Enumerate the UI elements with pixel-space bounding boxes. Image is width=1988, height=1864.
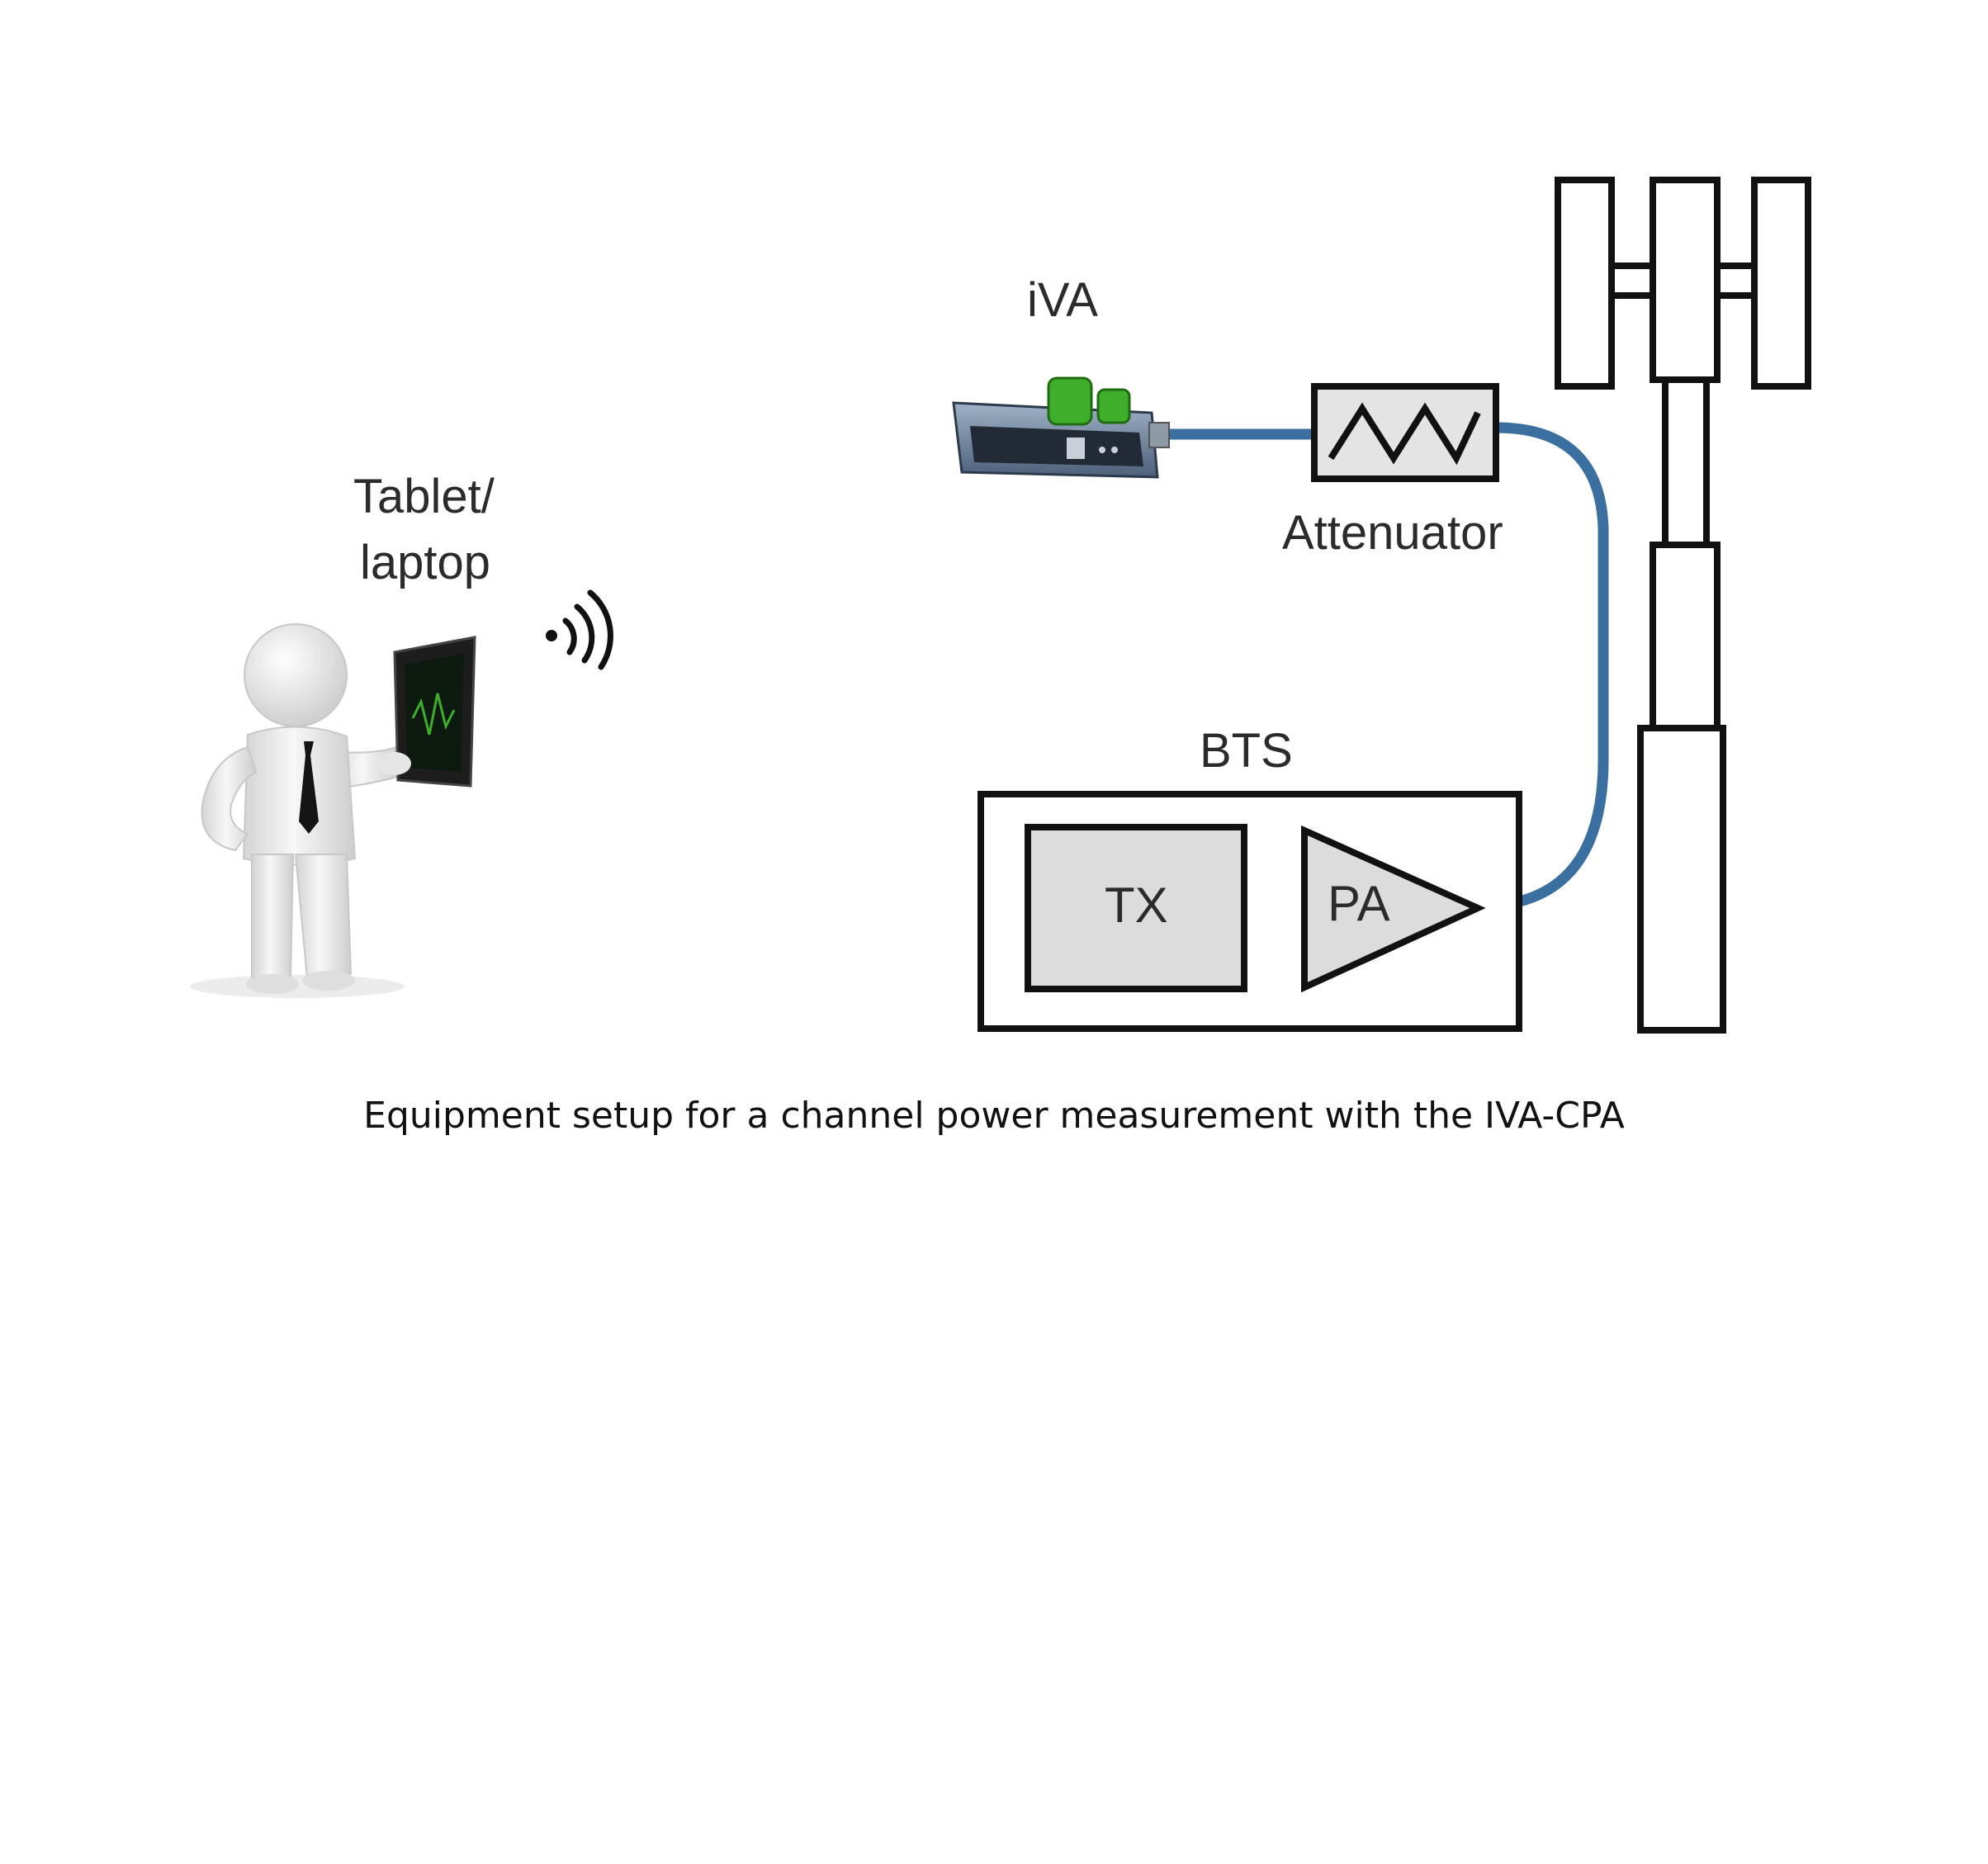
person-with-tablet-icon — [190, 623, 476, 998]
label-tablet-line2: laptop — [360, 536, 491, 589]
bts-box — [977, 791, 1522, 1032]
label-tx: TX — [1105, 878, 1168, 933]
figure-caption: Equipment setup for a channel power meas… — [363, 1095, 1625, 1137]
label-attenuator: Attenuator — [1282, 506, 1503, 560]
wireless-signal-icon — [546, 589, 613, 670]
iva-device-icon — [952, 376, 1170, 479]
label-iva: iVA — [1027, 273, 1098, 327]
tx-box — [1025, 824, 1247, 992]
label-tablet-line1: Tablet/ — [353, 470, 495, 523]
pa-amplifier — [1301, 825, 1486, 993]
tablet-icon — [393, 636, 476, 788]
cell-tower-icon — [1555, 177, 1811, 1034]
label-pa: PA — [1328, 876, 1390, 931]
attenuator-zigzag-icon — [1311, 383, 1499, 482]
cable-attenuator-to-pa — [1472, 422, 1609, 912]
label-bts: BTS — [1200, 724, 1293, 778]
